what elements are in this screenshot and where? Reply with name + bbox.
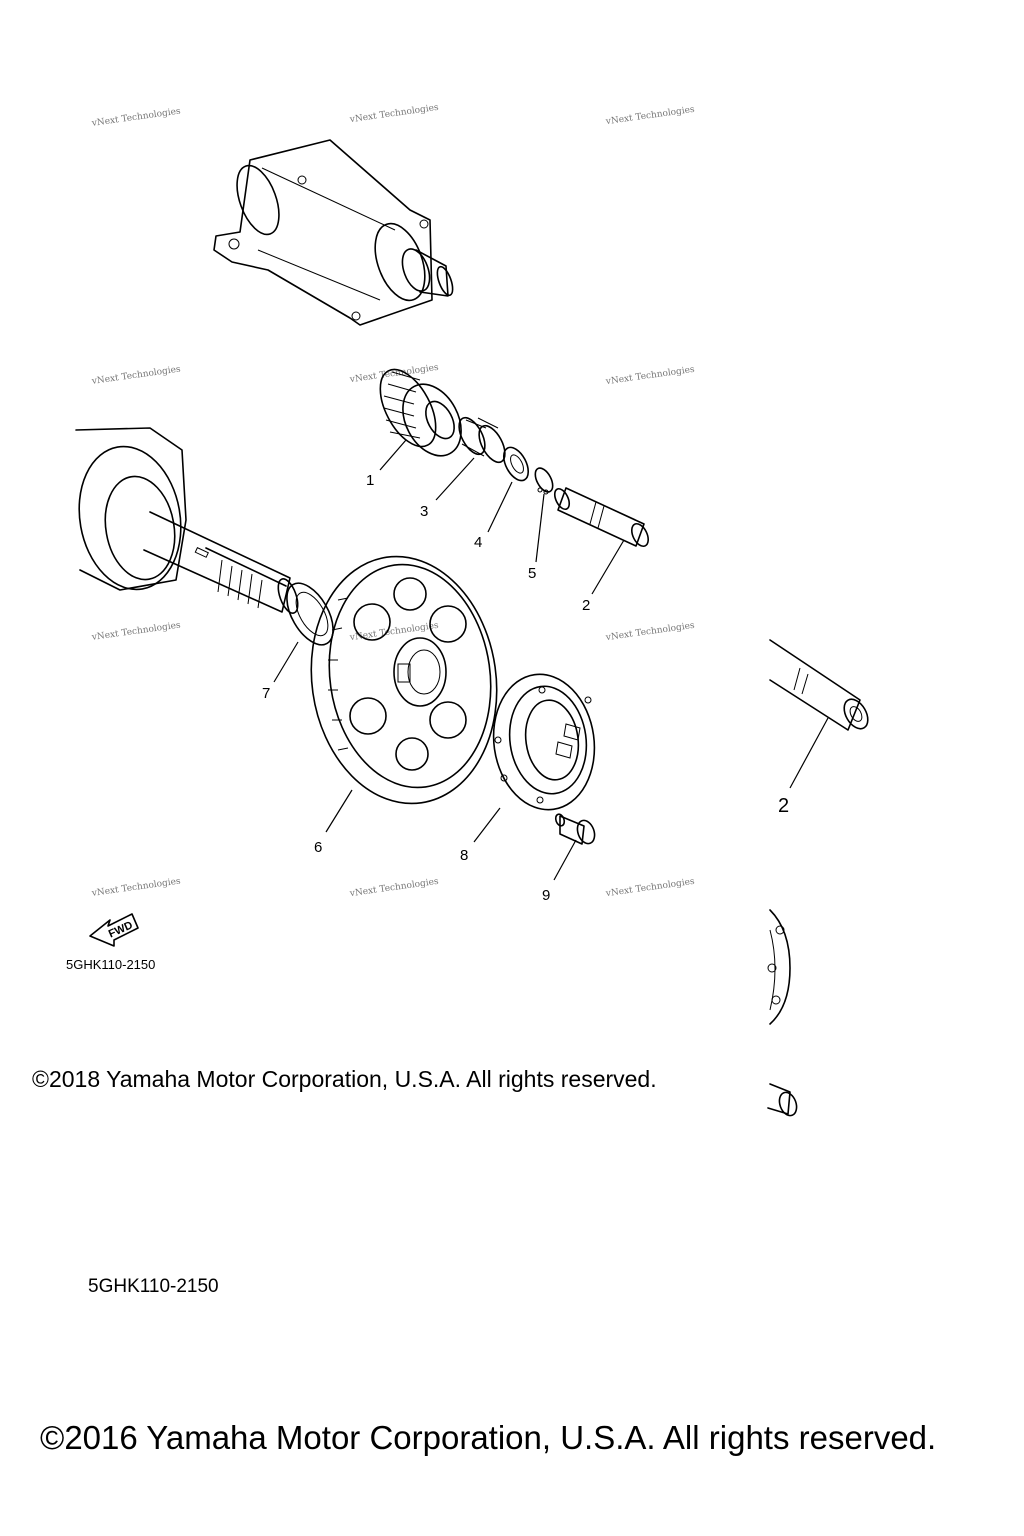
leader-9	[553, 839, 577, 881]
part-6-wheel-gear	[310, 555, 498, 805]
leader-lines	[273, 439, 829, 881]
leader-1	[379, 439, 407, 471]
watermarks: vNext Technologies vNext Technologies vN…	[90, 103, 695, 900]
diagram-code-small: 5GHK110-2150	[66, 957, 155, 972]
callout-6: 6	[314, 839, 322, 856]
callout-5: 5	[528, 565, 536, 582]
part-2-shaft	[553, 487, 650, 548]
part-1-idle-gear	[379, 368, 462, 457]
callout-numbers: 1 3 4 5 2 7 6 8 9 2	[262, 472, 789, 904]
enlarged-clutch-edge	[767, 909, 791, 1025]
part-5-circlip	[534, 467, 554, 495]
watermark: vNext Technologies	[348, 621, 439, 644]
callout-2-large: 2	[778, 795, 789, 817]
watermark: vNext Technologies	[348, 103, 439, 126]
part-9-bolt	[554, 813, 596, 845]
crankshaft-illustration	[75, 427, 299, 614]
leader-3	[435, 457, 475, 501]
copyright-small: ©2018 Yamaha Motor Corporation, U.S.A. A…	[32, 1066, 657, 1092]
watermark: vNext Technologies	[604, 365, 695, 388]
callout-2: 2	[582, 597, 590, 614]
leader-5	[535, 493, 545, 563]
callout-4: 4	[474, 534, 482, 551]
callout-8: 8	[460, 847, 468, 864]
part-8-one-way-clutch	[492, 673, 596, 811]
leader-4	[487, 481, 513, 533]
watermark: vNext Technologies	[604, 621, 695, 644]
starter-motor-illustration	[213, 139, 454, 326]
callout-1: 1	[366, 472, 374, 489]
diagram-code-large: 5GHK110-2150	[88, 1276, 219, 1297]
enlarged-bolt	[767, 1083, 798, 1117]
leader-6	[325, 789, 353, 833]
watermark: vNext Technologies	[604, 105, 695, 128]
watermark: vNext Technologies	[348, 363, 439, 386]
callout-3: 3	[420, 503, 428, 520]
leader-2	[591, 539, 625, 595]
part-4-washer	[502, 446, 530, 482]
enlarged-part-2-shaft	[769, 639, 869, 731]
leader-7	[273, 641, 299, 683]
part-3-bearing	[458, 416, 506, 464]
callout-9: 9	[542, 887, 550, 904]
watermark: vNext Technologies	[348, 877, 439, 900]
fwd-arrow: FWD	[89, 913, 139, 947]
copyright-large: ©2016 Yamaha Motor Corporation, U.S.A. A…	[40, 1419, 936, 1456]
watermark: vNext Technologies	[90, 876, 181, 899]
leader-2-large	[789, 717, 829, 789]
callout-7: 7	[262, 685, 270, 702]
watermark: vNext Technologies	[90, 620, 181, 643]
watermark: vNext Technologies	[604, 877, 695, 900]
leader-8	[473, 807, 501, 843]
watermark: vNext Technologies	[90, 106, 181, 129]
watermark: vNext Technologies	[90, 364, 181, 387]
